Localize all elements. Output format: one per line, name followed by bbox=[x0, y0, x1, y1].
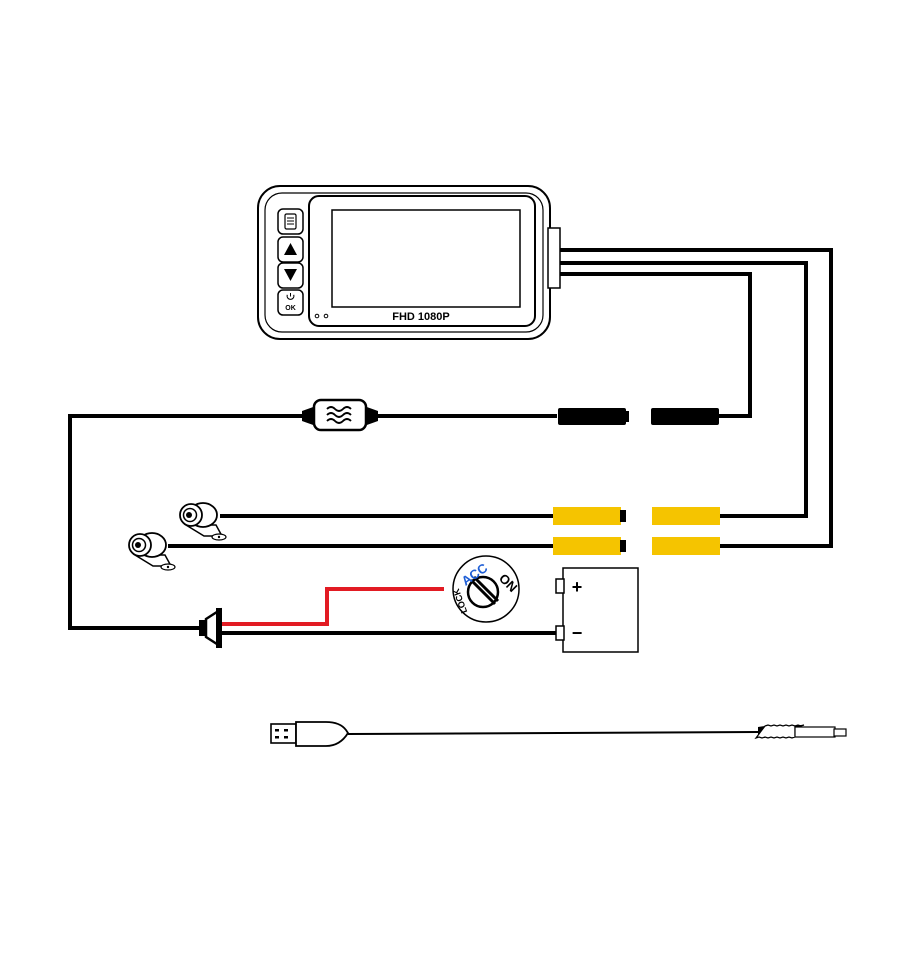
camera-b-connector-male bbox=[553, 537, 626, 555]
power-connector-female bbox=[651, 408, 719, 425]
camera-a-connector-male bbox=[553, 507, 626, 525]
negative-label: − bbox=[572, 623, 583, 643]
positive-label: + bbox=[572, 577, 583, 597]
usb-cable bbox=[270, 721, 847, 747]
inline-fuse bbox=[302, 398, 378, 432]
power-connector-male bbox=[558, 408, 626, 425]
wave-icon bbox=[326, 406, 352, 424]
camera-wires bbox=[168, 514, 553, 548]
menu-button[interactable] bbox=[277, 208, 304, 235]
down-button[interactable] bbox=[277, 262, 304, 289]
dvr-cables bbox=[560, 248, 833, 548]
power-icon bbox=[286, 293, 295, 300]
power-plug bbox=[199, 607, 222, 649]
up-button[interactable] bbox=[277, 236, 304, 263]
camera-connectors bbox=[553, 507, 720, 555]
indicator-led bbox=[323, 313, 329, 319]
triangle-down-icon bbox=[284, 269, 297, 281]
power-line bbox=[68, 398, 719, 630]
negative-terminal bbox=[555, 625, 565, 641]
acc-power-wire bbox=[222, 587, 444, 626]
menu-icon bbox=[284, 213, 297, 230]
triangle-up-icon bbox=[284, 243, 297, 255]
dvr-unit: FHD 1080P OK bbox=[257, 185, 561, 340]
usb-connector-end bbox=[754, 724, 847, 740]
rear-camera-b bbox=[128, 532, 176, 571]
ok-label: OK bbox=[285, 305, 296, 312]
screen bbox=[331, 209, 521, 308]
indicator-led bbox=[314, 313, 320, 319]
battery: + − bbox=[555, 567, 639, 653]
rear-camera-cable-a bbox=[560, 261, 808, 518]
cable-port bbox=[547, 227, 561, 289]
camera-b-connector-female bbox=[652, 537, 720, 555]
screen-label: FHD 1080P bbox=[392, 311, 449, 323]
power-ok-button[interactable]: OK bbox=[277, 289, 304, 316]
camera-a-connector-female bbox=[652, 507, 720, 525]
positive-terminal bbox=[555, 578, 565, 594]
ignition-switch: ACC ON LOCK bbox=[451, 555, 520, 623]
rear-camera-a bbox=[179, 502, 227, 541]
power-cable-dvr-side bbox=[560, 272, 752, 418]
usb-plug bbox=[270, 721, 350, 747]
rear-camera-cable-b bbox=[560, 248, 833, 548]
